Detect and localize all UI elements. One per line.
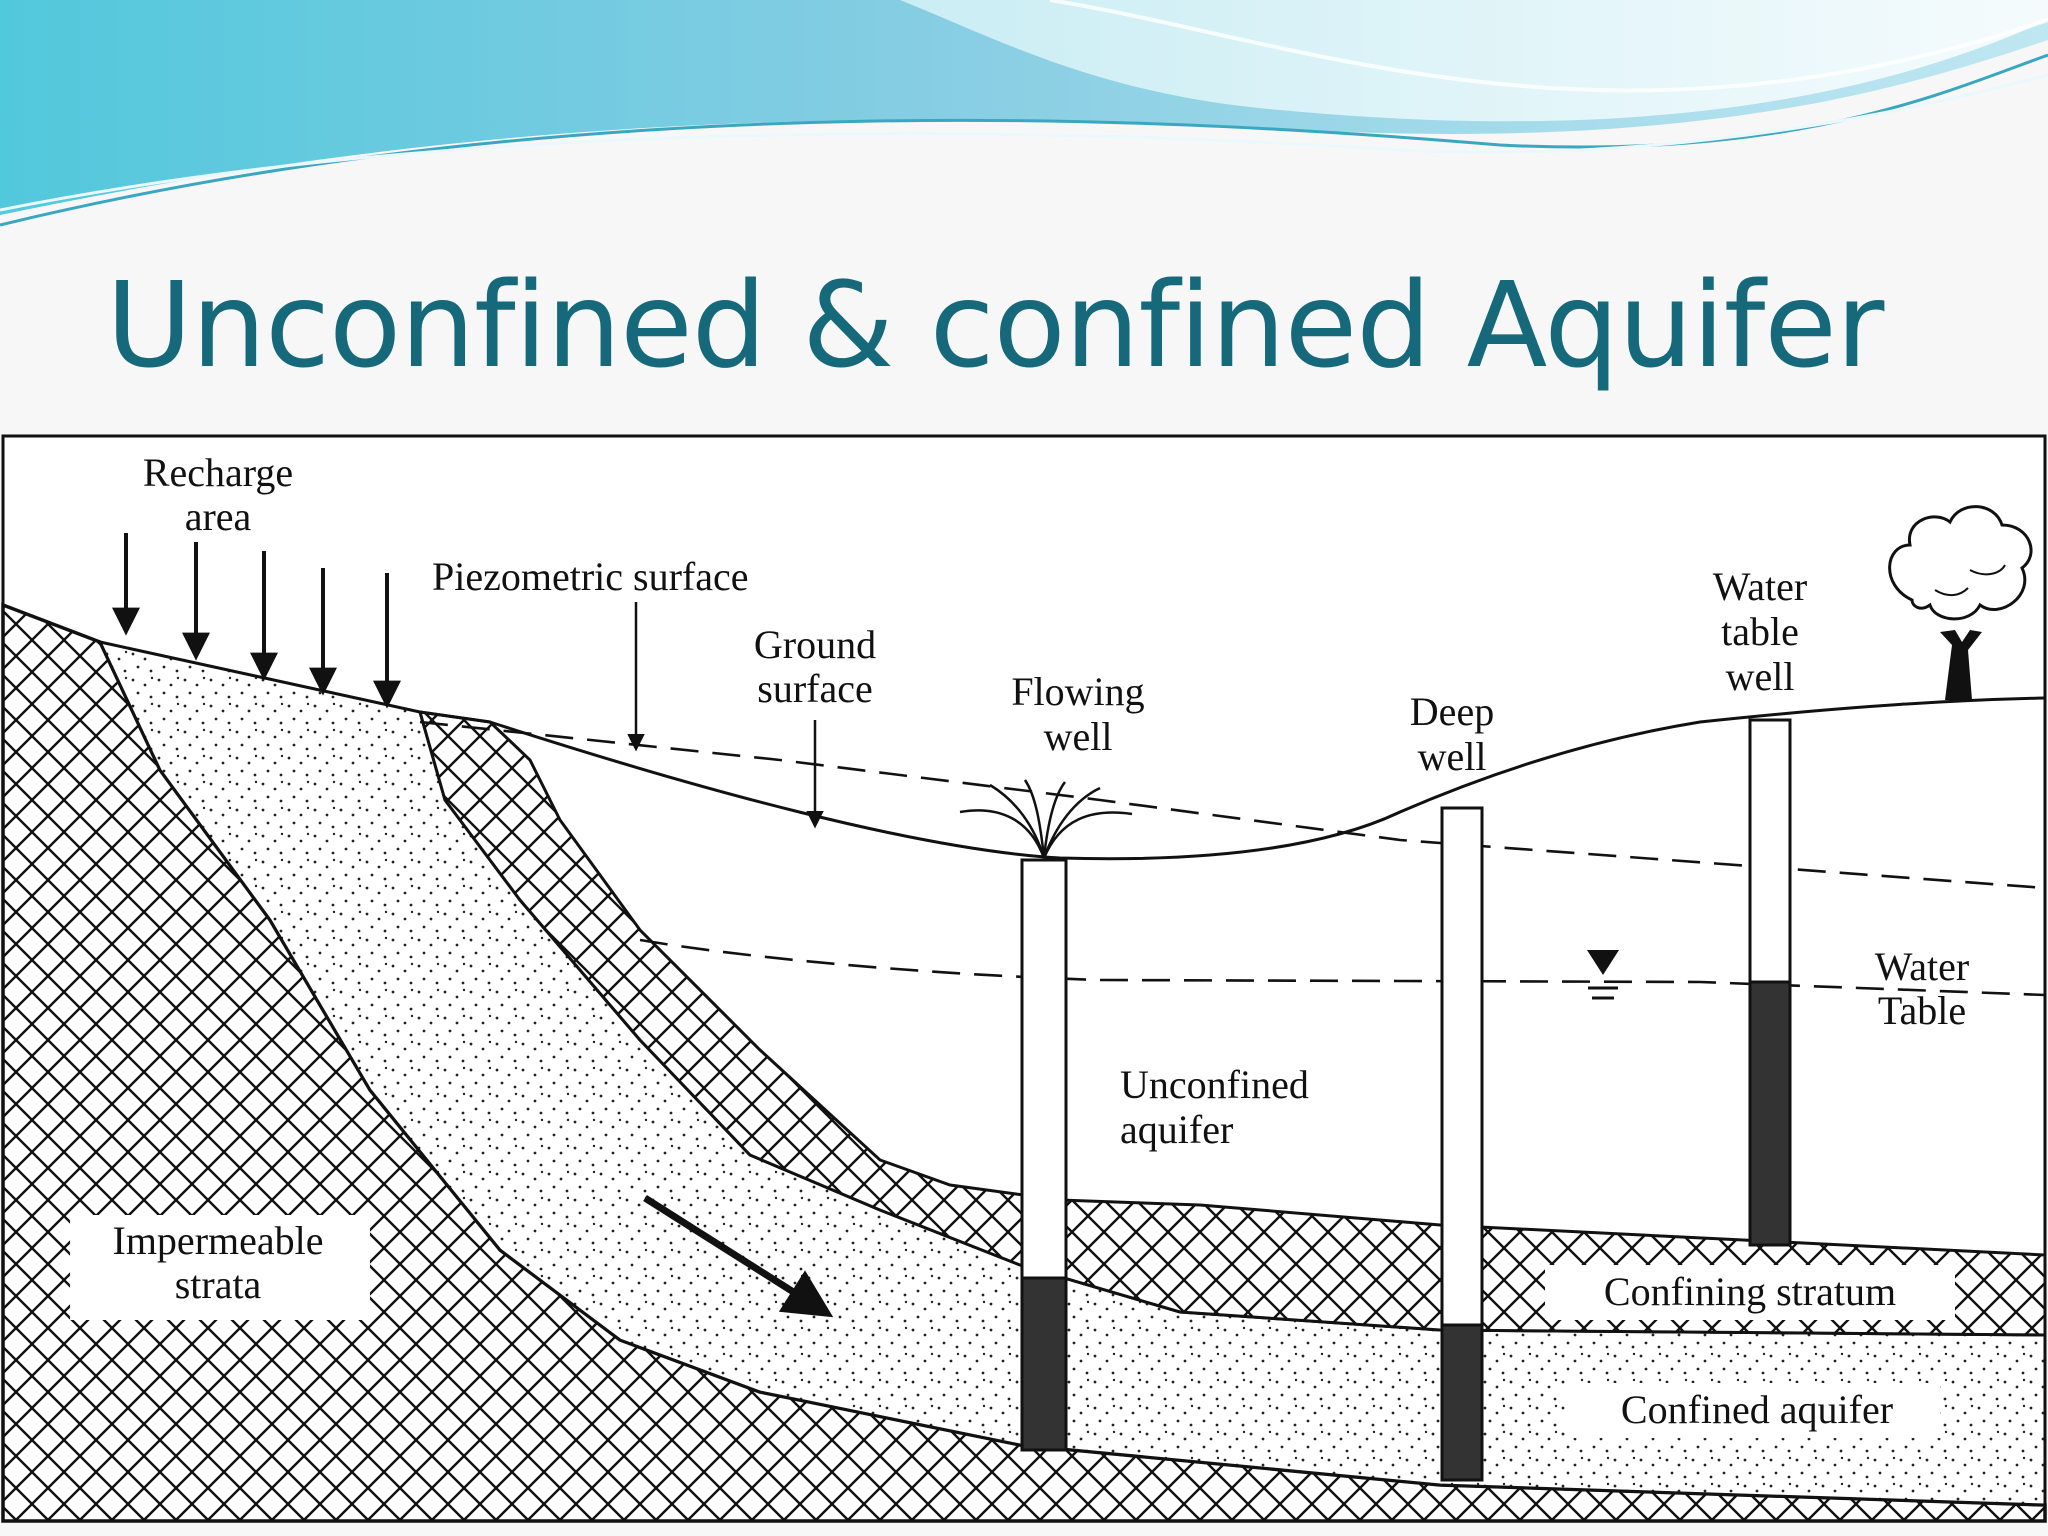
- slide-title: Unconfined & confined Aquifer: [106, 256, 1884, 394]
- diagram-labels: Recharge area Piezometric surface Ground…: [70, 450, 1969, 1438]
- confining-stratum-layer: [417, 710, 2047, 1337]
- unconfined-aquifer-label-line1: Unconfined: [1120, 1062, 1309, 1107]
- impermeable-strata-label-line2: strata: [175, 1262, 262, 1307]
- deep-well-label-line1: Deep: [1410, 689, 1494, 734]
- confined-aquifer-label: Confined aquifer: [1621, 1387, 1893, 1432]
- water-table-label-line1: Water: [1875, 944, 1970, 989]
- recharge-label-line2: area: [185, 494, 252, 539]
- ground-surface-label-line2: surface: [757, 666, 872, 711]
- confined-label-bg: [1565, 1383, 1940, 1438]
- recharge-label-line1: Recharge: [143, 450, 293, 495]
- flowing-well-label-line2: well: [1044, 714, 1113, 759]
- piezometric-label: Piezometric surface: [432, 554, 749, 599]
- aquifer-cross-section-diagram: Recharge area Piezometric surface Ground…: [1, 434, 2047, 1523]
- tree-icon: [1888, 505, 2033, 700]
- impermeable-label-bg: [70, 1215, 370, 1320]
- piezometric-surface-line: [419, 720, 2046, 890]
- impermeable-strata-label-line1: Impermeable: [113, 1218, 324, 1263]
- water-table-well-label-line3: well: [1726, 654, 1795, 699]
- unconfined-aquifer-label-line2: aquifer: [1120, 1107, 1233, 1152]
- flowing-water-jet-icon: [959, 779, 1133, 859]
- water-table-well-label-line1: Water: [1713, 564, 1808, 609]
- confining-stratum-label: Confining stratum: [1604, 1269, 1896, 1314]
- ground-surface-label-line1: Ground: [754, 622, 876, 667]
- recharge-arrows: [112, 533, 401, 709]
- flowing-well: [959, 779, 1133, 1452]
- water-table-triangle-icon: [1587, 950, 1619, 1000]
- water-table-well-label-line2: table: [1721, 609, 1799, 654]
- water-table-label-line2: Table: [1878, 988, 1966, 1033]
- deep-well: [1440, 806, 1484, 1482]
- flowing-well-label-line1: Flowing: [1011, 669, 1144, 714]
- confining-label-bg: [1545, 1265, 1955, 1320]
- flow-direction-arrow: [643, 1195, 834, 1318]
- water-table-well: [1748, 718, 1792, 1247]
- water-table-line: [639, 938, 2046, 997]
- header-wave-banner: [0, 0, 2048, 227]
- deep-well-label-line2: well: [1418, 734, 1487, 779]
